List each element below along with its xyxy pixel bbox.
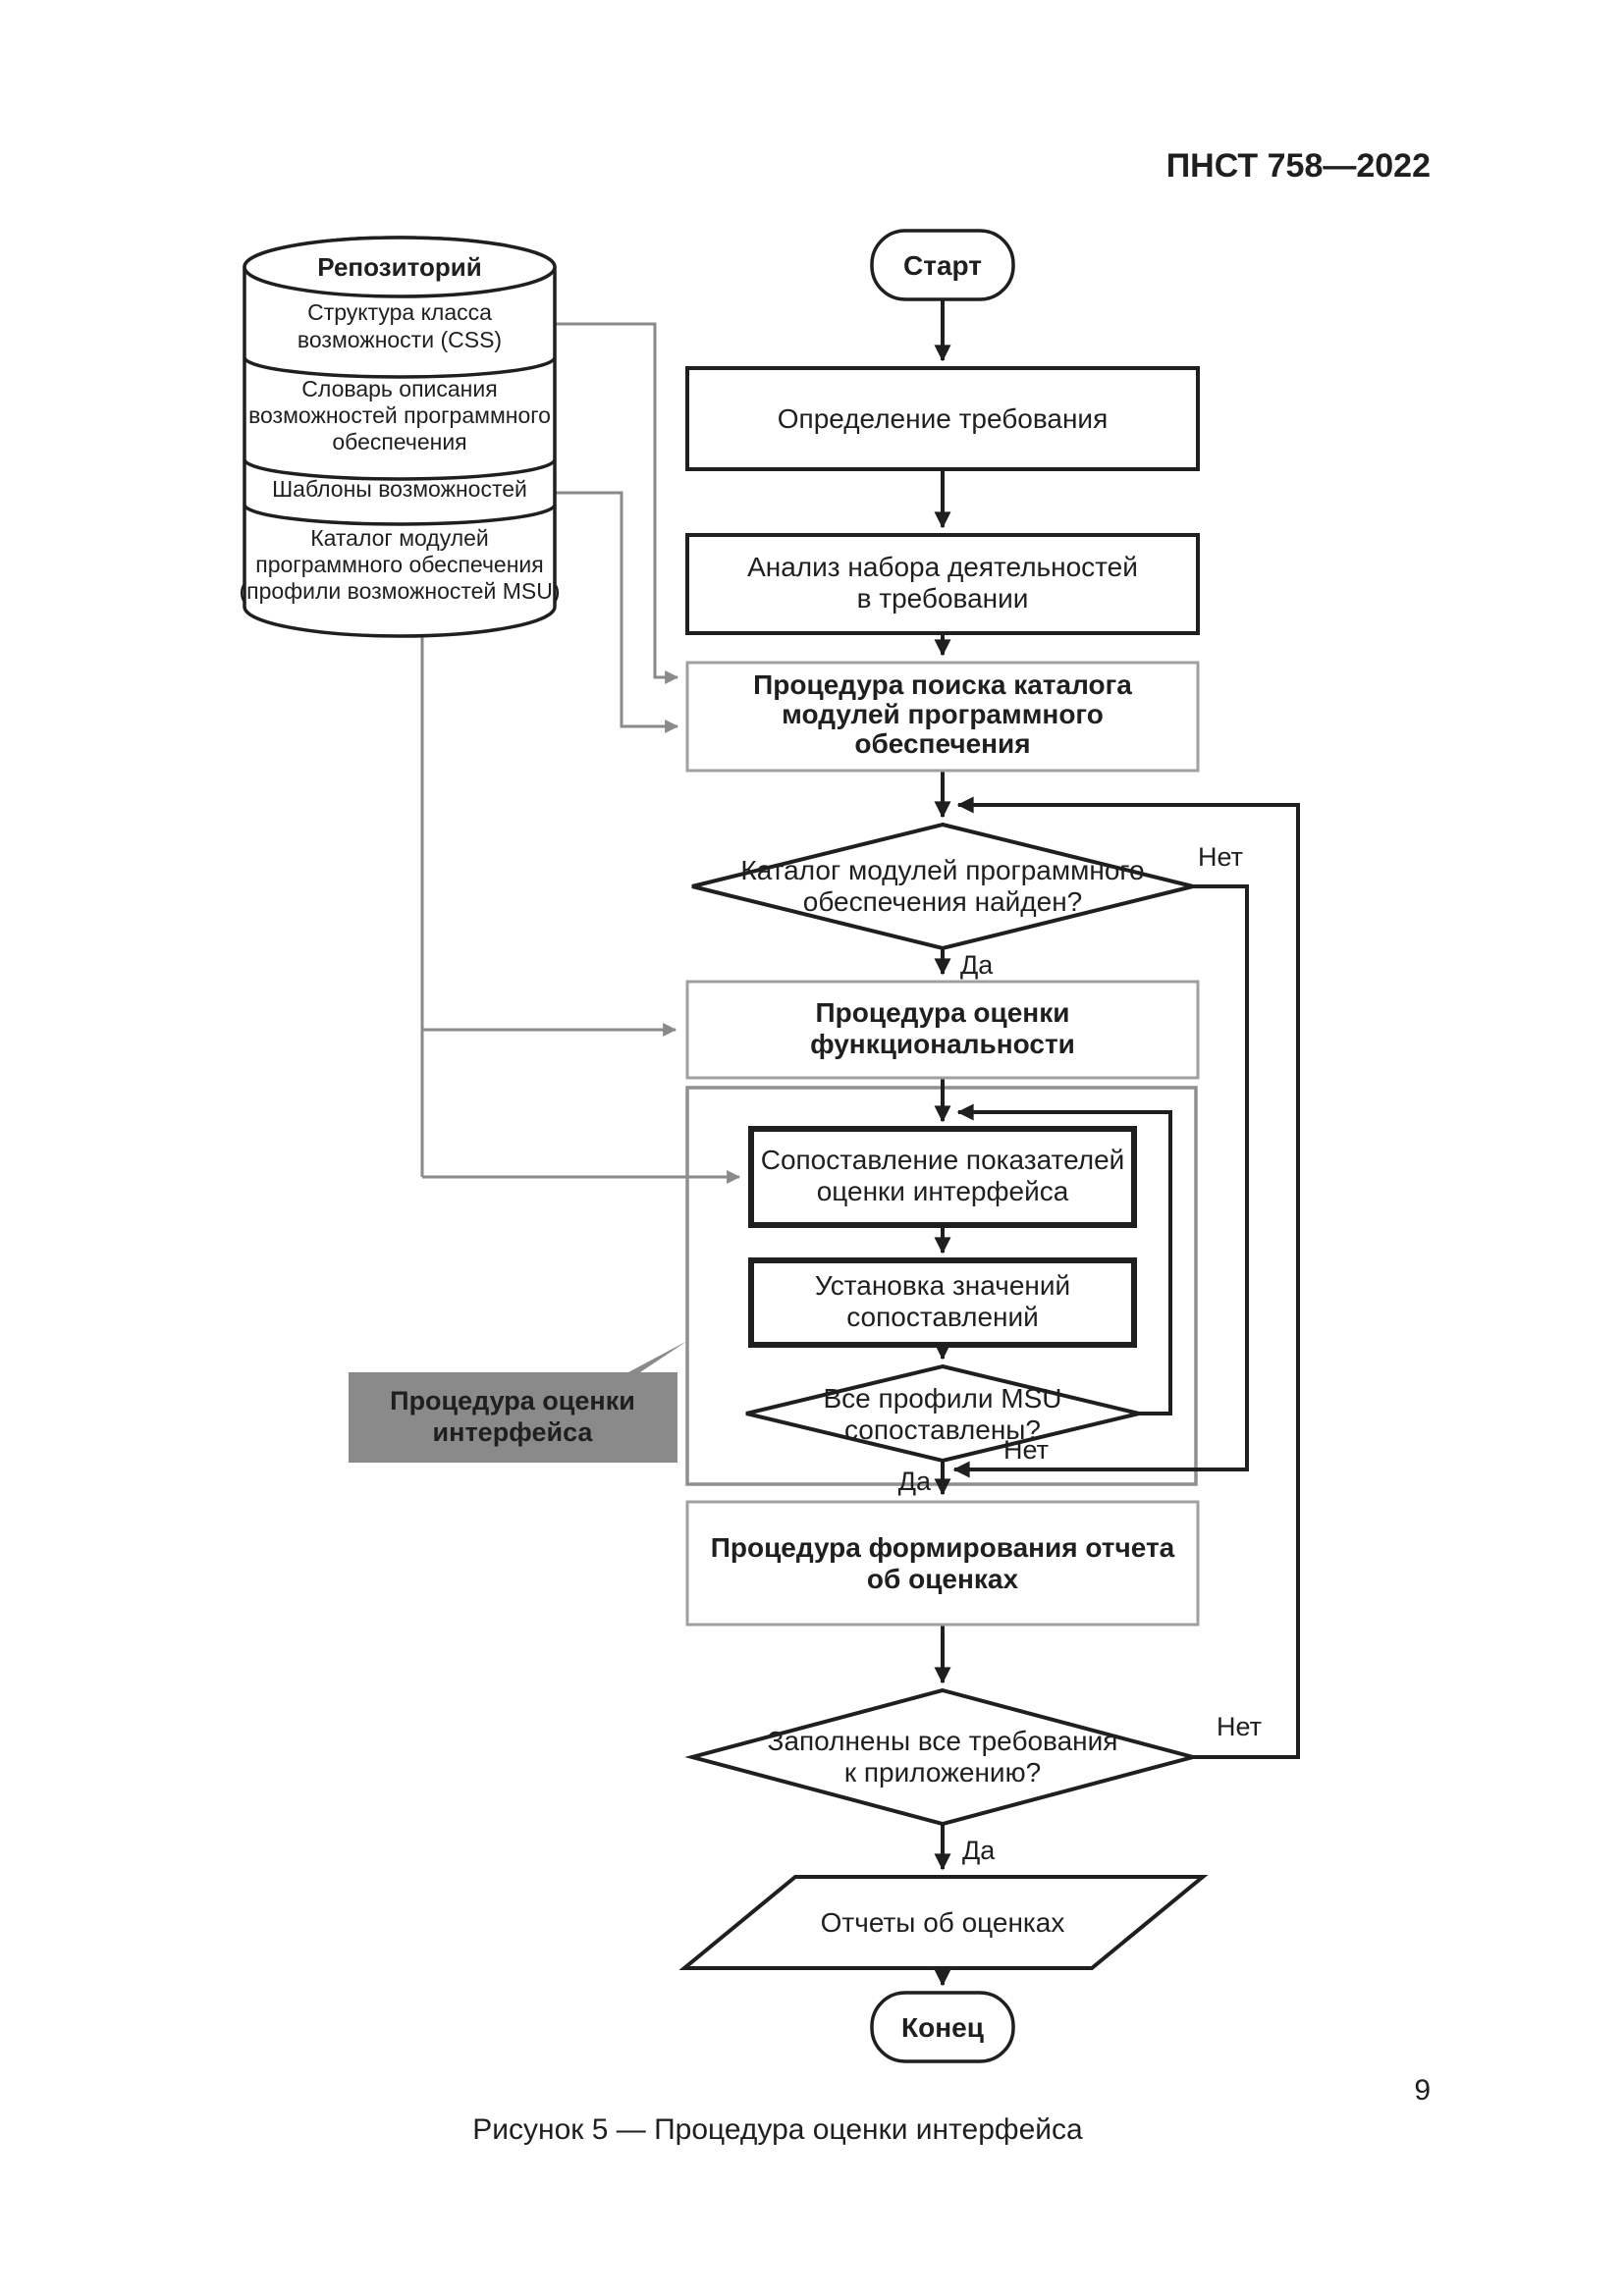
msu-profiles-yes-label: Да [898,1467,932,1496]
flow-lines [934,299,1300,1987]
repository-cylinder: Репозиторий Структура класса возможности… [240,236,561,638]
loop-msu-no [956,1103,1172,1415]
callout-line: интерфейса [433,1417,594,1447]
search-catalog-line: модулей программного [782,699,1104,729]
reports-output-label: Отчеты об оценках [821,1907,1065,1938]
catalog-found-line: обеспечения найден? [803,886,1083,917]
segment-line: Словарь описания [301,376,497,401]
search-catalog-procedure-box: Процедура поиска каталога модулей програ… [685,661,1200,773]
msu-profiles-decision: Все профили MSU сопоставлены? Нет Да [745,1363,1140,1496]
catalog-found-yes-label: Да [960,950,994,980]
repository-segment-templates: Шаблоны возможностей [272,476,527,502]
analyze-activities-shape [685,533,1200,635]
requirements-filled-line: к приложению? [844,1757,1041,1788]
report-generation-procedure-box: Процедура формирования отчета об оценках [685,1500,1200,1627]
callout-pointer [551,1341,687,1376]
segment-line: (профили возможностей MSU) [240,578,561,604]
interface-procedure-callout: Процедура оценки интерфейса [349,1341,687,1463]
functionality-eval-line: функциональности [810,1029,1075,1059]
cylinder-top [243,236,557,298]
segment-line: программного обеспечения [255,552,543,577]
catalog-found-no-label: Нет [1198,842,1243,872]
msu-profiles-line: сопоставлены? [844,1415,1041,1445]
page-header: ПНСТ 758—2022 [1166,147,1431,185]
callout-line: Процедура оценки [390,1386,635,1415]
define-requirement-shape [685,366,1200,471]
callout-body [349,1372,677,1463]
repository-title: Репозиторий [317,252,481,282]
cylinder-divider-3 [243,504,557,526]
search-catalog-line: Процедура поиска каталога [753,669,1132,700]
msu-profiles-no-label: Нет [1003,1435,1049,1465]
set-values-line: Установка значений [815,1270,1070,1301]
connector-templates-to-search [555,491,679,733]
msu-profiles-line: Все профили MSU [824,1383,1062,1414]
loop-requirements-no [956,796,1300,1759]
define-requirement-label: Определение требования [778,403,1108,434]
catalog-found-shape [691,822,1194,951]
analyze-activities-line: Анализ набора деятельностей [747,552,1138,582]
compare-indicators-line: оценки интерфейса [817,1176,1069,1206]
set-values-shape [748,1257,1137,1348]
segment-line: обеспечения [332,429,466,454]
requirements-filled-shape [684,1687,1201,1827]
report-generation-shape [685,1500,1200,1627]
start-shape [870,229,1015,301]
functionality-eval-shape [685,980,1200,1080]
end-terminal: Конец [870,1991,1015,2063]
connector-css-to-search [555,322,679,684]
repository-segment-css: Структура класса возможности (CSS) [298,299,502,352]
report-generation-line: Процедура формирования отчета [711,1532,1175,1563]
compare-indicators-line: Сопоставление показателей [761,1145,1125,1175]
repository-connectors [420,322,741,1184]
compare-indicators-shape [748,1126,1137,1228]
start-label: Старт [903,250,982,281]
functionality-eval-line: Процедура оценки [816,997,1070,1028]
catalog-found-line: Каталог модулей программного [740,855,1144,885]
set-values-box: Установка значений сопоставлений [748,1257,1137,1348]
requirements-filled-yes-label: Да [962,1836,996,1865]
repository-segment-dictionary: Словарь описания возможностей программно… [248,376,551,454]
end-label: Конец [901,2012,984,2043]
analyze-activities-line: в требовании [857,583,1029,614]
requirements-filled-line: Заполнены все требования [768,1726,1118,1756]
cylinder-divider-1 [243,356,557,379]
search-catalog-line: обеспечения [854,728,1030,759]
segment-line: возможности (CSS) [298,327,502,352]
msu-profiles-shape [745,1363,1140,1464]
repository-segment-catalog: Каталог модулей программного обеспечения… [240,525,561,604]
segment-line: возможностей программного [248,402,551,428]
segment-line: Структура класса [307,299,492,325]
functionality-eval-procedure-box: Процедура оценки функциональности [685,980,1200,1080]
start-terminal: Старт [870,229,1015,301]
set-values-line: сопоставлений [846,1302,1039,1332]
reports-output-shape [678,1875,1209,1970]
report-generation-line: об оценках [867,1564,1019,1594]
search-catalog-shape [685,661,1200,773]
analyze-activities-box: Анализ набора деятельностей в требовании [685,533,1200,635]
reports-output-node: Отчеты об оценках [678,1875,1209,1970]
requirements-filled-decision: Заполнены все требования к приложению? Н… [684,1687,1262,1865]
compare-indicators-box: Сопоставление показателей оценки интерфе… [748,1126,1137,1228]
figure-caption: Рисунок 5 — Процедура оценки интерфейса [472,2113,1083,2146]
segment-line: Каталог модулей [310,525,489,551]
page-number: 9 [1414,2074,1431,2107]
segment-line: Шаблоны возможностей [272,476,527,502]
cylinder-divider-2 [243,458,557,481]
requirements-filled-no-label: Нет [1217,1712,1262,1741]
loop-catalog-no [952,884,1249,1478]
define-requirement-box: Определение требования [685,366,1200,471]
end-shape [870,1991,1015,2063]
catalog-found-decision: Каталог модулей программного обеспечения… [691,822,1243,980]
